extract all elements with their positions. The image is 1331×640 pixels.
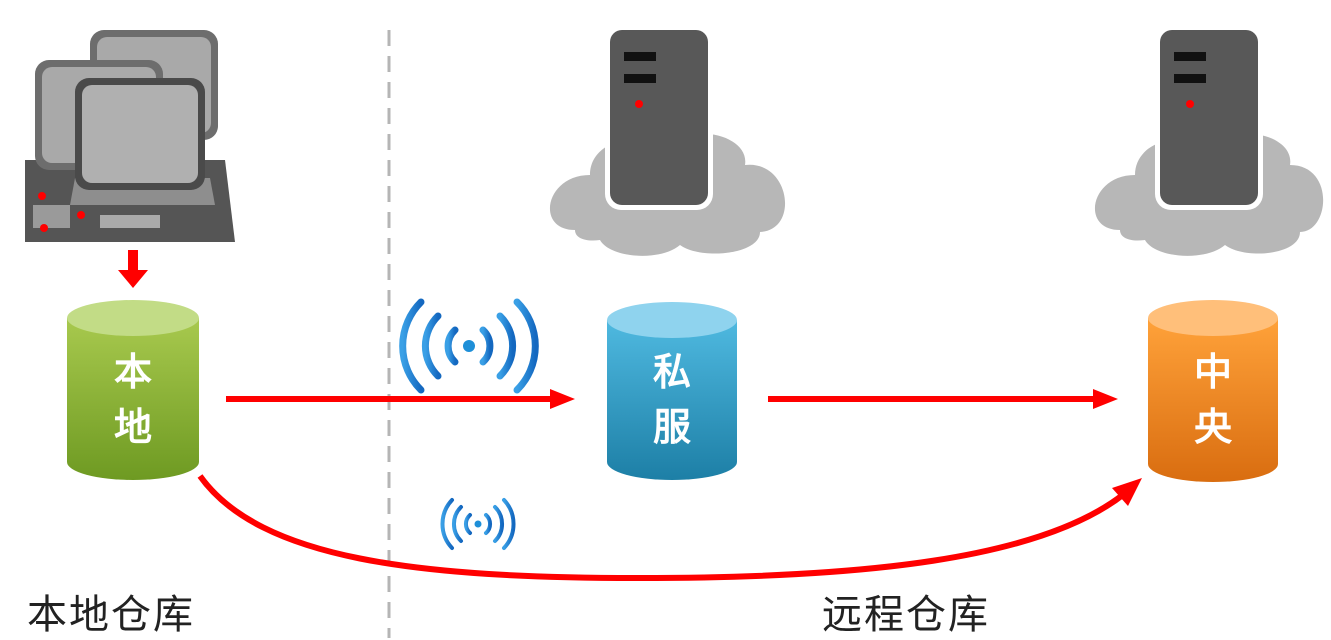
private-database-icon (607, 302, 737, 480)
central-database-icon (1148, 300, 1278, 482)
central-db-label-2: 央 (1194, 405, 1233, 449)
arrow-local-to-central (197, 474, 1142, 582)
down-arrow (118, 250, 148, 288)
remote-repository-label: 远程仓库 (822, 592, 990, 638)
local-database-icon (67, 300, 199, 480)
local-repository-label: 本地仓库 (27, 592, 195, 638)
private-db-label-1: 私 (653, 350, 691, 394)
central-db-label-1: 中 (1194, 350, 1232, 394)
local-db-label-1: 本 (114, 350, 152, 394)
private-db-label-2: 服 (653, 405, 691, 449)
wifi-icon (440, 498, 516, 550)
computers-icon (25, 30, 235, 242)
arrow-local-to-private (226, 389, 575, 409)
server-icon (1155, 28, 1263, 210)
server-icon (605, 28, 713, 210)
wifi-icon (399, 298, 539, 394)
arrow-private-to-central (768, 389, 1118, 409)
local-db-label-2: 地 (114, 405, 152, 449)
